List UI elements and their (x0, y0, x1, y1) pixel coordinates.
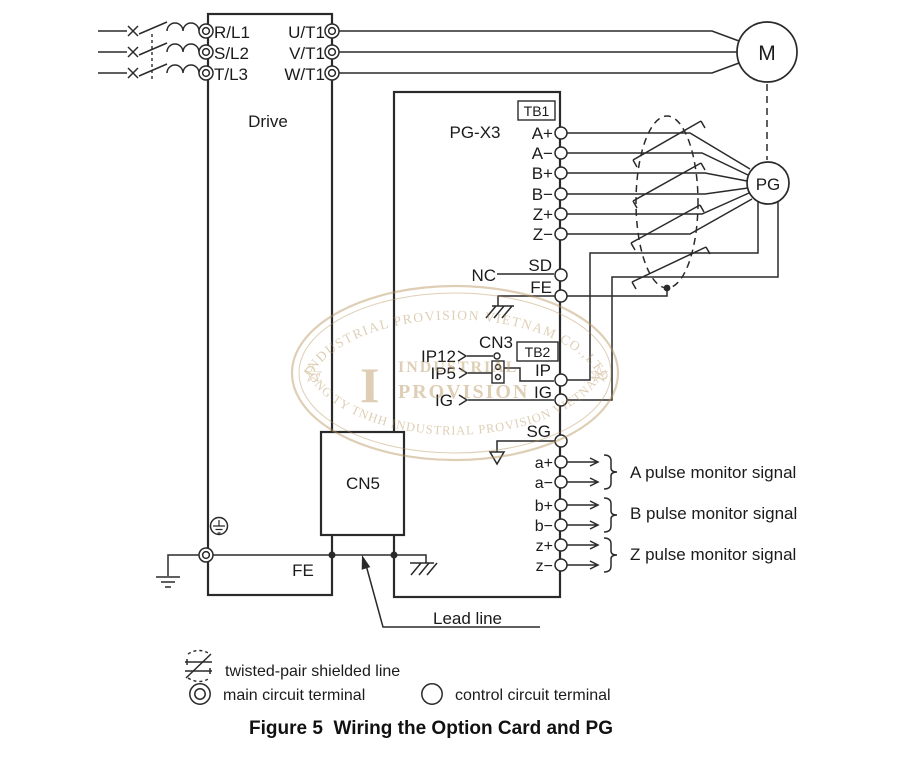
ip5-arrow-icon (458, 367, 469, 379)
ig-pin-label: IG (435, 391, 453, 410)
pg-x3-box (392, 90, 562, 599)
brace-z (603, 537, 618, 573)
fe-bus (156, 516, 438, 588)
monitor-a-plus: a+ (535, 455, 553, 472)
tb1-label: TB1 (524, 103, 550, 119)
lead-line-label: Lead line (433, 609, 502, 628)
shield-junction-dot (663, 284, 671, 292)
terminal-label-s-l2: S/L2 (214, 44, 249, 63)
watermark-center-line2: PROVISION (398, 381, 529, 403)
watermark-star-right: ☆ (588, 362, 610, 388)
lead-line-arrow-icon (361, 555, 371, 570)
tb2-label: TB2 (525, 344, 551, 360)
tb2-label-box (516, 341, 559, 362)
protective-earth-icon (209, 516, 229, 536)
drive-box (206, 12, 334, 597)
monitor-b-minus: b− (535, 518, 553, 535)
brace-b (603, 497, 618, 533)
terminal-label-z-minus: Z− (533, 225, 553, 244)
ig-terminal-label: IG (534, 383, 552, 402)
encoder-label: PG (756, 175, 781, 194)
pulse-monitor-arrows (567, 454, 618, 573)
figure-caption: Figure 5 Wiring the Option Card and PG (249, 718, 613, 739)
terminal-label-r-l1: R/L1 (214, 23, 250, 42)
cn5-box (319, 430, 406, 537)
monitor-z-minus: z− (536, 558, 553, 575)
terminal-label-z-plus: Z+ (533, 205, 553, 224)
b-pulse-label: B pulse monitor signal (630, 504, 797, 523)
terminal-label-b-minus: B− (532, 185, 553, 204)
terminal-label-t-l3: T/L3 (214, 65, 248, 84)
drive-label: Drive (248, 112, 288, 131)
cn5-label: CN5 (346, 474, 380, 493)
nc-label: NC (471, 266, 496, 285)
ip5-label: IP5 (430, 364, 456, 383)
watermark-monogram: I (360, 357, 379, 413)
shield-ellipse (635, 115, 699, 289)
ig-arrow-icon (458, 394, 469, 406)
terminal-label-v-t1: V/T1 (289, 44, 325, 63)
sg-ground (488, 440, 555, 466)
monitor-b-plus: b+ (535, 498, 553, 515)
earth-ground-icon (156, 576, 180, 588)
lead-line-callout (361, 555, 540, 628)
legend-control-terminal: control circuit terminal (455, 687, 611, 704)
ip-wire (567, 202, 759, 381)
watermark-center-line1: INDUSTRIAL (398, 359, 518, 376)
brace-a (603, 454, 618, 490)
monitor-a-minus: a− (535, 475, 553, 492)
output-lines (339, 30, 740, 74)
chassis-ground-icon (410, 562, 438, 576)
twist-marks (630, 120, 711, 290)
main-terminal-icon (189, 683, 211, 705)
legend-twisted-pair: twisted-pair shielded line (225, 663, 400, 680)
watermark-stamp: INDUSTRIAL PROVISION VIETNAM CO.,LTD CÔN… (290, 284, 620, 462)
monitor-z-plus: z+ (536, 538, 553, 555)
sd-label: SD (528, 256, 552, 275)
control-terminal-icon (421, 683, 443, 705)
sg-label: SG (526, 422, 551, 441)
fe-chassis-ground (485, 295, 555, 319)
input-phase-lines (98, 21, 200, 79)
fe-card-label: FE (530, 278, 552, 297)
ip-terminal-label: IP (535, 361, 551, 380)
motor-circle (736, 21, 798, 83)
control-circuit-terminals (554, 126, 568, 572)
option-card-label: PG-X3 (449, 123, 500, 142)
terminal-label-a-plus: A+ (532, 124, 553, 143)
motor-label: M (758, 42, 776, 65)
fe-drive-label: FE (292, 561, 314, 580)
signal-ground-icon (488, 451, 506, 466)
cn3-jumper (457, 350, 554, 406)
ip12-arrow-icon (457, 350, 468, 362)
terminal-label-a-minus: A− (532, 144, 553, 163)
terminal-label-u-t1: U/T1 (288, 23, 325, 42)
cn3-label: CN3 (479, 333, 513, 352)
tb1-label-box (517, 100, 556, 121)
twisted-pair-icon (185, 649, 212, 683)
encoder-circle (746, 161, 790, 205)
cn3-pin-ip12 (493, 352, 501, 360)
legend-main-terminal: main circuit terminal (223, 687, 365, 704)
tb1-signal-wires (567, 132, 753, 235)
watermark-star-left: ☆ (302, 362, 324, 388)
a-pulse-label: A pulse monitor signal (630, 463, 796, 482)
z-pulse-label: Z pulse monitor signal (630, 545, 796, 564)
terminal-label-b-plus: B+ (532, 164, 553, 183)
legend-symbols (185, 649, 443, 705)
terminal-label-w-t1: W/T1 (284, 65, 325, 84)
fe-shield-wire (567, 289, 668, 297)
ig-wire (567, 202, 779, 401)
ip12-label: IP12 (421, 347, 456, 366)
main-circuit-terminals (198, 23, 340, 81)
